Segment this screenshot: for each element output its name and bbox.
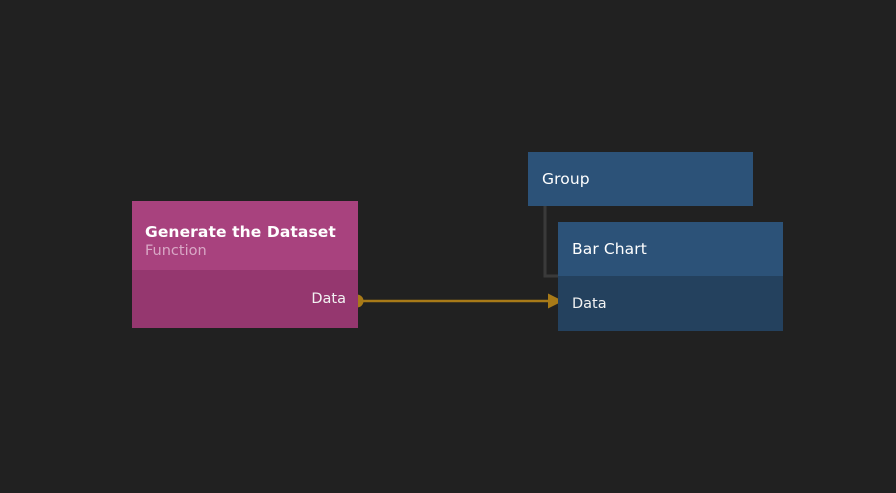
data-link-edge[interactable] [344,286,574,316]
node-body-generate-the-dataset: Data [132,270,358,328]
node-bar-chart[interactable]: Bar Chart Data [558,222,783,331]
output-port-data[interactable]: Data [132,287,358,311]
node-header-generate-the-dataset[interactable]: Generate the Dataset Function [132,201,358,270]
node-subtitle: Function [145,243,207,259]
node-group[interactable]: Group [528,152,753,206]
input-port-label: Data [572,295,607,312]
node-title: Group [542,169,590,188]
node-body-bar-chart: Data [558,276,783,331]
output-port-label: Data [311,291,346,307]
input-port-data[interactable]: Data [558,292,783,316]
node-title: Bar Chart [572,239,647,258]
node-header-bar-chart[interactable]: Bar Chart [558,222,783,276]
node-generate-the-dataset[interactable]: Generate the Dataset Function Data [132,201,358,328]
node-title: Generate the Dataset [145,223,336,241]
